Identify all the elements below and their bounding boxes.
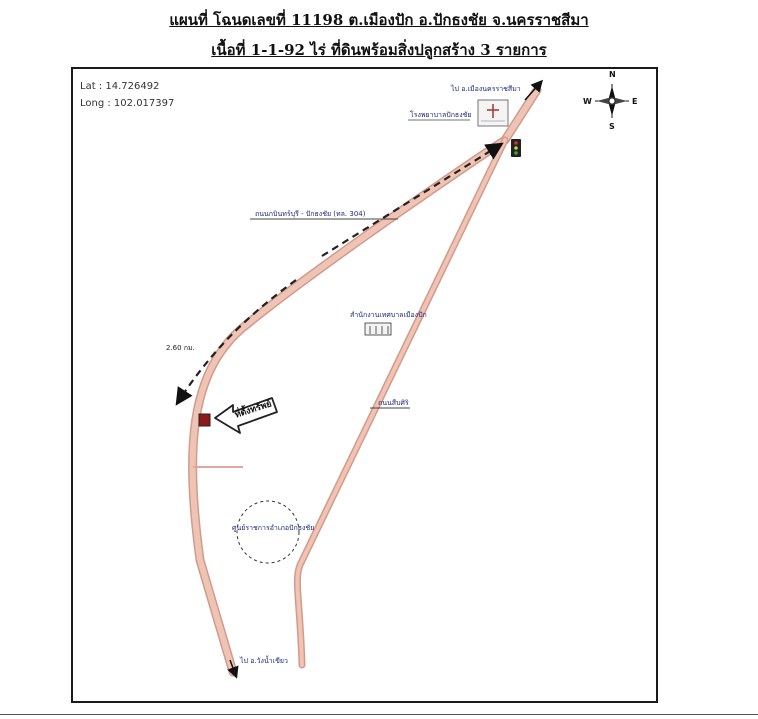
map-title-line2: เนื้อที่ 1-1-92 ไร่ ที่ดินพร้อมสิ่งปลูกส… (211, 41, 547, 59)
compass-west: W (583, 97, 592, 106)
label-to-korat: ไป อ.เมืองนครราชสีมา (451, 85, 521, 93)
compass-icon (595, 84, 629, 118)
label-side-road: ถนนสืบศิริ (378, 399, 409, 407)
label-roundabout: ศูนย์ราชการอำเภอปักธงชัย (232, 524, 315, 532)
longitude-label: Long : 102.017397 (80, 98, 175, 109)
main-road-fill (189, 87, 540, 675)
map-frame (71, 67, 658, 703)
label-municipality: สำนักงานเทศบาลเมืองปัก (350, 311, 427, 319)
compass-east: E (632, 97, 638, 106)
side-road-fill (295, 138, 507, 667)
distance-arrow-upper (321, 142, 504, 257)
municipal-office-icon (364, 322, 392, 336)
compass-south: S (609, 122, 615, 131)
label-hospital: โรงพยาบาลปักธงชัย (410, 111, 472, 119)
hospital-icon (477, 99, 509, 127)
latitude-label: Lat : 14.726492 (80, 81, 160, 92)
roundabout-circle (236, 500, 300, 564)
compass-north: N (609, 70, 616, 79)
map-title-line1: แผนที่ โฉนดเลขที่ 11198 ต.เมืองปัก อ.ปัก… (169, 11, 589, 29)
label-to-wangnamkhiao: ไป อ.วังน้ำเขียว (240, 657, 288, 665)
property-pointer-arrow (214, 397, 278, 434)
label-distance: 2.60 กม. (166, 344, 195, 352)
property-marker (198, 413, 211, 427)
page-bottom-rule (0, 714, 758, 715)
distance-arrow-lower (175, 279, 297, 406)
label-main-road: ถนนกบินทร์บุรี - ปักธงชัย (ทล. 304) (255, 210, 366, 218)
traffic-light-icon (511, 139, 521, 157)
